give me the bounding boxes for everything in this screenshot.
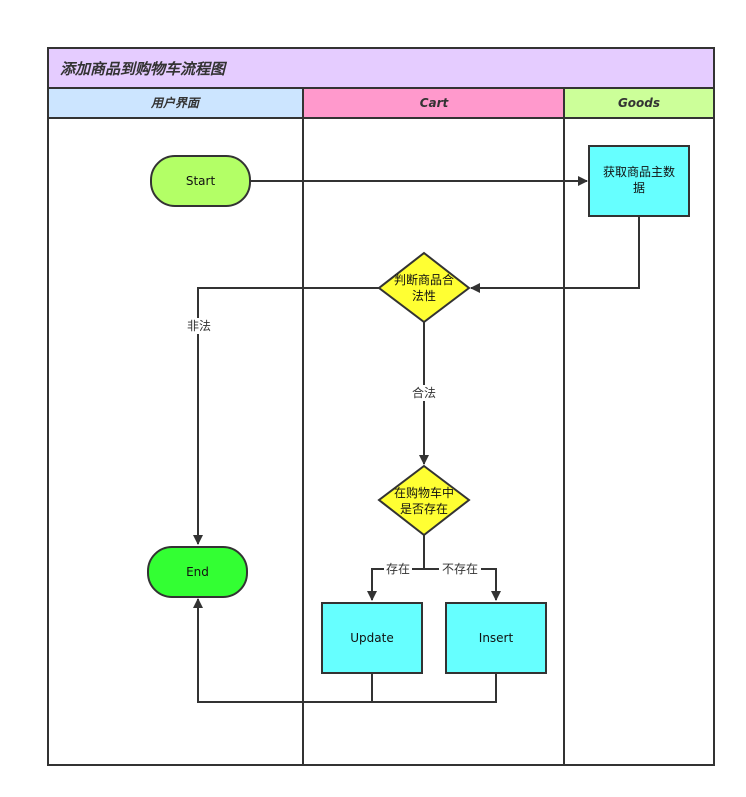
in-cart-decision-label-line1: 在购物车中 [394,485,454,500]
fetch-product-label-line2: 据 [633,181,645,195]
edge-validate-to-end [193,287,379,545]
start-node-label: Start [186,174,216,188]
edge-label-exists: 存在 [386,562,410,576]
diagram-title: 添加商品到购物车流程图 [60,60,228,78]
edge-label-bg-valid [409,385,439,401]
lane-label-ui: 用户界面 [150,96,201,110]
edge-label-bg-not-exists [439,561,481,577]
validate-decision-node [377,251,471,324]
in-cart-decision-node [377,464,471,537]
edge-label-bg-exists [384,561,412,577]
insert-node [445,602,547,674]
lane-body-ui [47,117,304,766]
lane-header-goods [563,87,715,119]
edge-label-not-exists: 不存在 [442,562,478,576]
edge-fetch-to-validate [470,216,640,293]
title-bar [47,47,715,89]
fetch-product-label-line1: 获取商品主数 [603,164,675,179]
fetch-product-node [588,145,690,217]
update-node-label: Update [350,631,393,645]
in-cart-decision-label-line2: 是否存在 [400,502,448,516]
update-node [321,602,423,674]
edge-update-to-end [193,598,373,703]
end-node-label: End [186,565,209,579]
edge-label-valid: 合法 [412,385,436,400]
validate-decision-label-line1: 判断商品合 [394,272,454,287]
edge-insert-to-end [372,673,497,703]
insert-node-label: Insert [479,631,514,645]
validate-decision-label-line2: 法性 [412,289,436,303]
edge-label-bg-invalid [184,318,214,334]
lane-label-cart: Cart [420,96,450,110]
lane-label-goods: Goods [618,96,660,110]
start-node [150,155,251,207]
end-node [147,546,248,598]
edge-label-invalid: 非法 [187,319,211,333]
